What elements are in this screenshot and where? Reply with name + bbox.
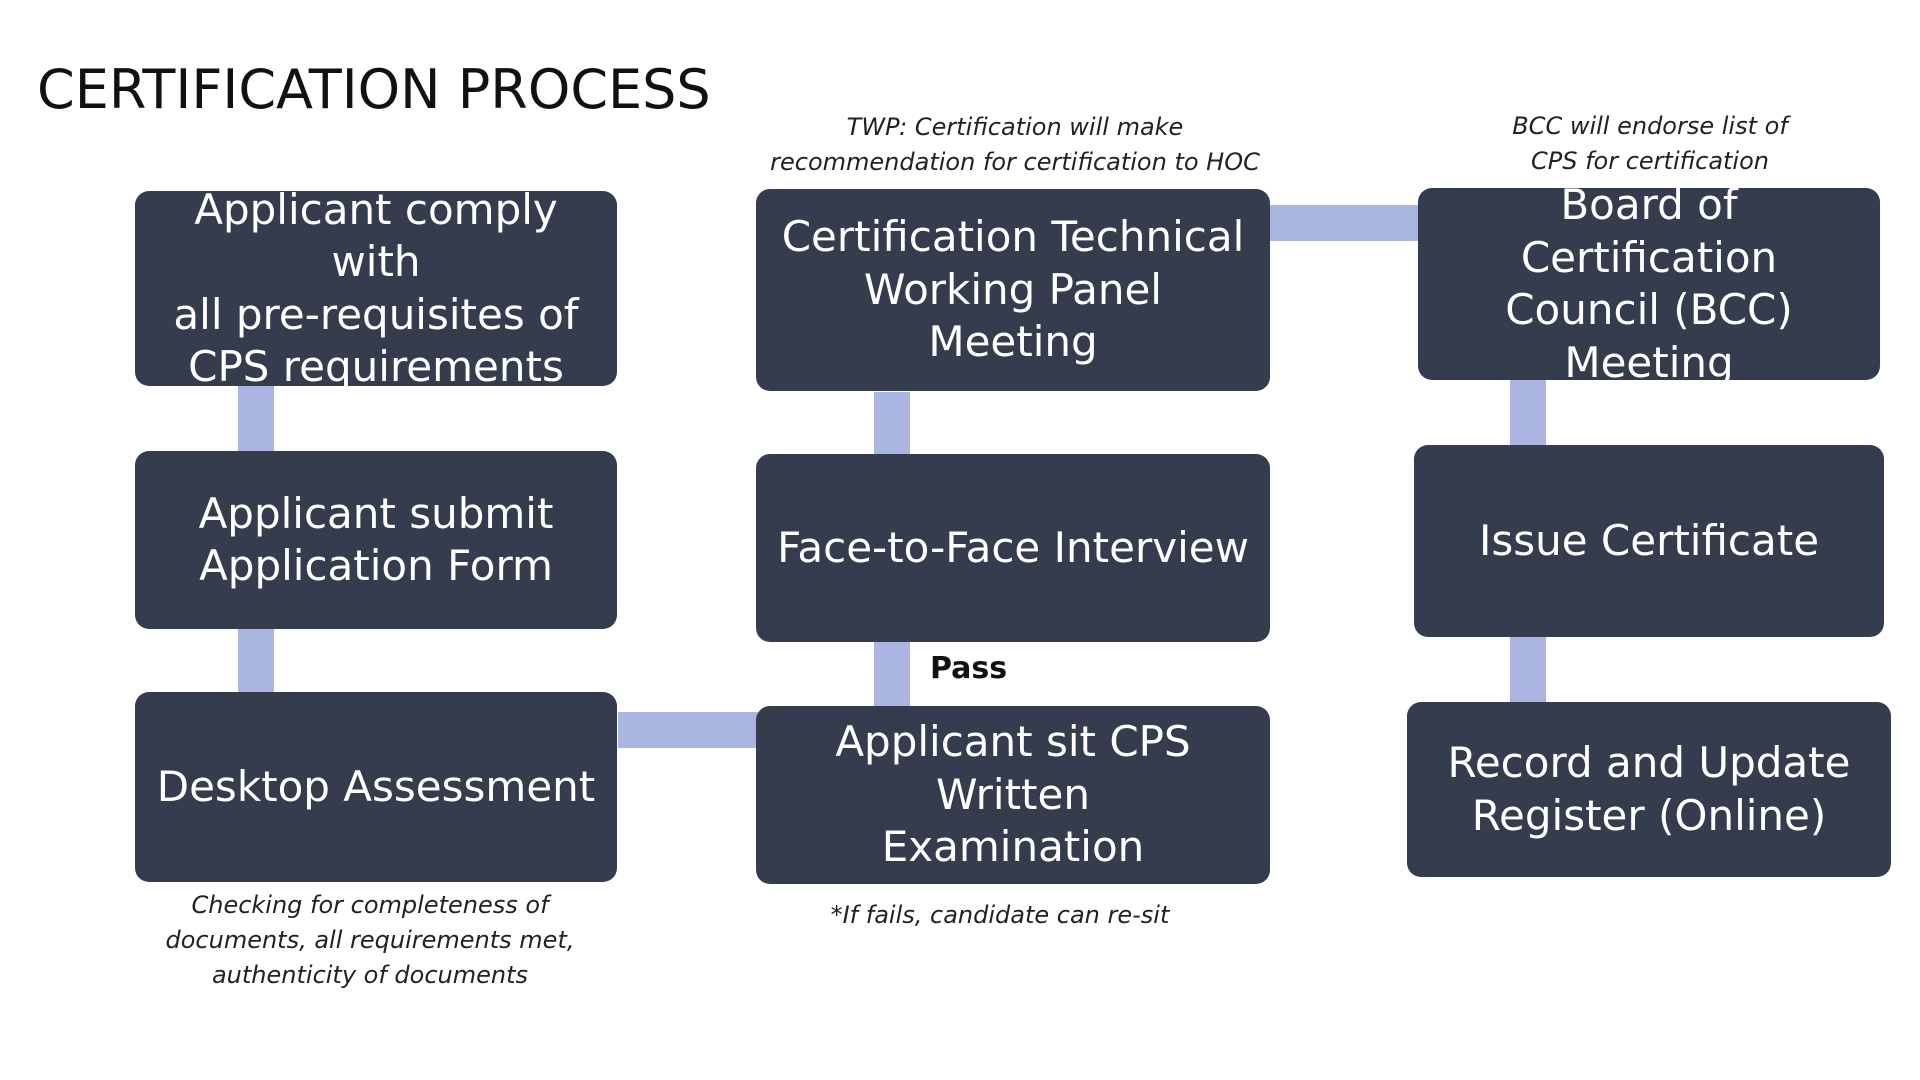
box-applicant-comply: Applicant comply with all pre-requisites… bbox=[135, 185, 617, 391]
connector-issue-record bbox=[1510, 636, 1546, 702]
pass-label: Pass bbox=[930, 651, 1008, 686]
box-applicant-submit: Applicant submit Application Form bbox=[135, 451, 617, 629]
connector-interview-technical bbox=[874, 392, 910, 454]
note-desktop: Checking for completeness of documents, … bbox=[165, 891, 575, 989]
connector-exam-interview bbox=[874, 642, 910, 708]
diagram-title: CERTIFICATION PROCESS bbox=[37, 58, 711, 121]
connector-comply-submit bbox=[238, 386, 274, 452]
note-exam: *If fails, candidate can re-sit bbox=[830, 901, 1170, 929]
connector-technical-bcc bbox=[1268, 205, 1420, 241]
connector-desktop-exam bbox=[618, 712, 758, 748]
note-twp: TWP: Certification will make recommendat… bbox=[770, 113, 1260, 176]
box-technical-panel: Certification Technical Working Panel Me… bbox=[756, 189, 1270, 391]
box-face-to-face-interview: Face-to-Face Interview bbox=[756, 454, 1270, 642]
connector-bcc-issue bbox=[1510, 380, 1546, 446]
connector-submit-desktop bbox=[238, 628, 274, 694]
box-bcc-meeting: Board of Certification Council (BCC) Mee… bbox=[1418, 180, 1880, 387]
box-written-examination: Applicant sit CPS Written Examination bbox=[756, 706, 1270, 884]
note-bcc: BCC will endorse list of CPS for certifi… bbox=[1512, 112, 1788, 175]
box-desktop-assessment: Desktop Assessment bbox=[135, 692, 617, 882]
box-record-register: Record and Update Register (Online) bbox=[1407, 702, 1891, 877]
box-issue-certificate: Issue Certificate bbox=[1414, 445, 1884, 637]
